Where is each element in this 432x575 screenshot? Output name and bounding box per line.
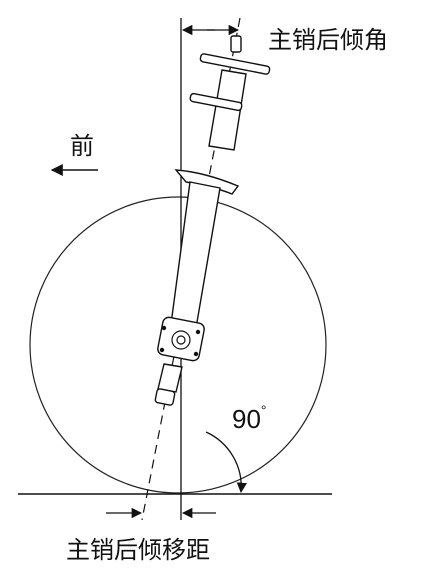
hub-inner [176,335,186,345]
caster-trail-label: 主销后倾移距 [66,536,210,564]
bolt [159,347,165,353]
front-label: 前 [70,132,94,160]
caster-angle-label: 主销后倾角 [268,26,388,54]
bolt [193,351,199,357]
bolt [195,329,201,335]
angle-value: 90 [232,404,261,434]
right-angle-arc [205,431,248,494]
bolt [161,325,167,331]
wheel-circle [29,196,327,494]
hub-outer [171,330,191,350]
degree-symbol: ° [260,402,267,418]
strut-assembly [154,35,271,406]
right-angle-label: 90° [232,402,267,435]
